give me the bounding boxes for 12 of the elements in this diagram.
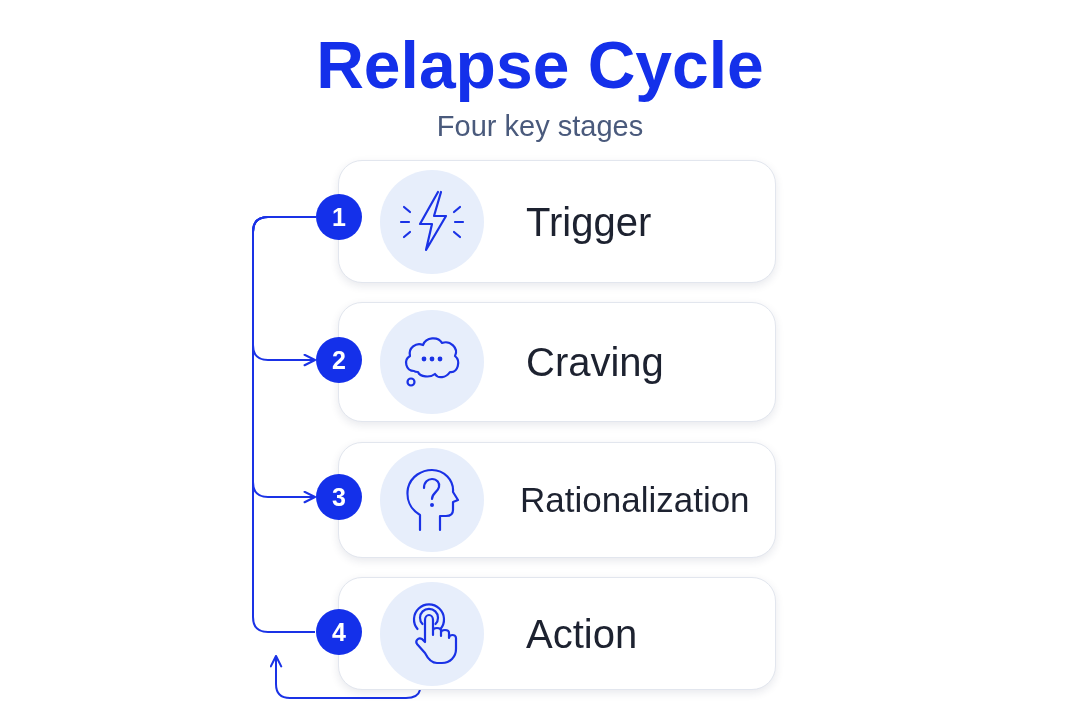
step-number-badge: 2 [316, 337, 362, 383]
diagram-title: Relapse Cycle [316, 27, 764, 104]
stage-label: Craving [526, 339, 664, 386]
stage-label: Trigger [526, 198, 652, 246]
connector-arrow [269, 654, 421, 699]
subtitle: Four key stages [436, 109, 644, 144]
step-number-badge: 3 [316, 474, 362, 520]
stage-label: Rationalization [520, 479, 750, 522]
connector-line [252, 216, 317, 633]
step-number-badge: 1 [316, 194, 362, 240]
step-number-badge: 4 [316, 609, 362, 655]
stage-label: Action [526, 610, 638, 658]
